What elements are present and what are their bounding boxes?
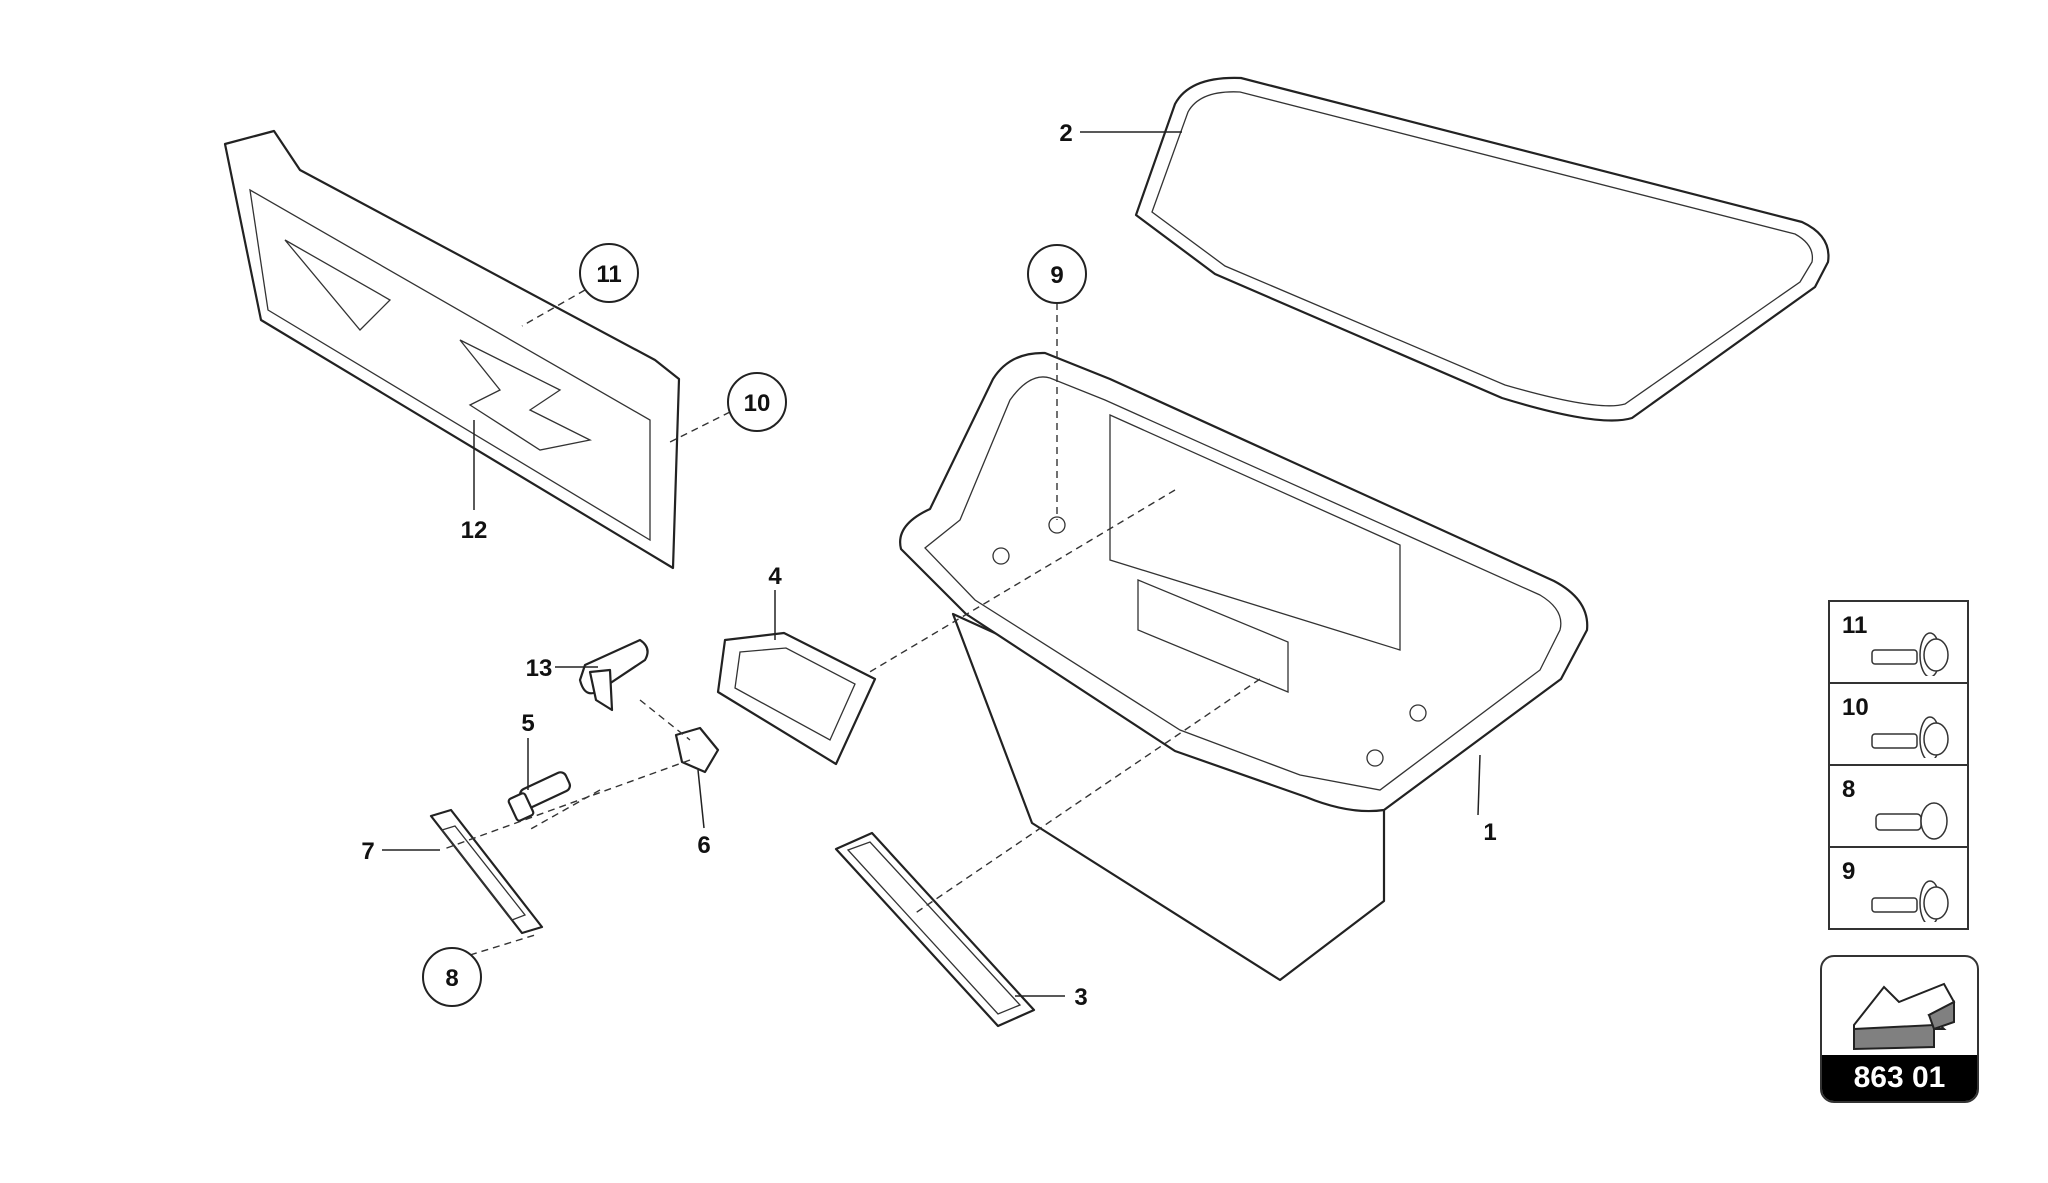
legend-label: 10 [1842, 694, 1869, 721]
callout-label: 5 [521, 710, 534, 737]
callout-leaders [382, 131, 1481, 997]
part-7-bezel [429, 808, 544, 935]
arrow-back-icon [1853, 982, 1956, 1051]
legend-label: 8 [1842, 776, 1856, 803]
callout-label: 8 [445, 965, 458, 992]
callout-label: 11 [596, 261, 621, 288]
callout-10[interactable]: 10 [727, 372, 787, 432]
callout-label: 2 [1059, 120, 1072, 147]
part-2-seal [1134, 76, 1830, 422]
callout-4[interactable]: 4 [768, 563, 782, 590]
callout-label: 3 [1074, 984, 1087, 1011]
callout-6[interactable]: 6 [697, 832, 710, 859]
legend-label: 9 [1842, 858, 1856, 885]
callout-5[interactable]: 5 [521, 710, 534, 737]
callout-label: 7 [361, 838, 374, 865]
flange-bolt-icon [1871, 880, 1949, 922]
callout-8[interactable]: 8 [422, 947, 482, 1007]
callout-7[interactable]: 7 [361, 838, 374, 865]
callout-label: 10 [744, 390, 771, 417]
part-12-panel [223, 129, 681, 570]
callout-label: 6 [697, 832, 710, 859]
legend-item[interactable]: 10 [1830, 684, 1967, 766]
part-1-storage-tub [899, 351, 1589, 982]
flange-bolt-icon [1871, 632, 1949, 676]
fastener-legend: 11 10 8 9 [1828, 600, 1969, 930]
torx-screw-icon [1875, 802, 1948, 840]
flange-bolt-icon [1871, 716, 1949, 758]
assembly-lines [443, 289, 1261, 956]
callout-13[interactable]: 13 [526, 655, 553, 682]
callout-label: 13 [526, 655, 553, 682]
page-code: 863 01 [1822, 1055, 1977, 1101]
legend-item[interactable]: 8 [1830, 766, 1967, 848]
callout-label: 1 [1483, 819, 1496, 846]
callout-3[interactable]: 3 [1074, 984, 1087, 1011]
callout-label: 4 [768, 563, 782, 590]
part-4-housing [716, 631, 877, 766]
part-3-cover-plate [834, 831, 1036, 1028]
page-reference-badge[interactable]: 863 01 [1820, 955, 1979, 1103]
part-13-pin [578, 638, 649, 712]
legend-item[interactable]: 9 [1830, 848, 1967, 928]
part-5-switch [507, 771, 572, 822]
callout-label: 12 [461, 517, 488, 544]
legend-item[interactable]: 11 [1830, 602, 1967, 684]
callout-label: 9 [1050, 262, 1063, 289]
legend-label: 11 [1842, 612, 1868, 639]
callout-11[interactable]: 11 [579, 243, 639, 303]
callout-2[interactable]: 2 [1059, 120, 1072, 147]
callout-12[interactable]: 12 [461, 517, 488, 544]
callout-1[interactable]: 1 [1483, 819, 1496, 846]
callout-9[interactable]: 9 [1027, 244, 1087, 304]
